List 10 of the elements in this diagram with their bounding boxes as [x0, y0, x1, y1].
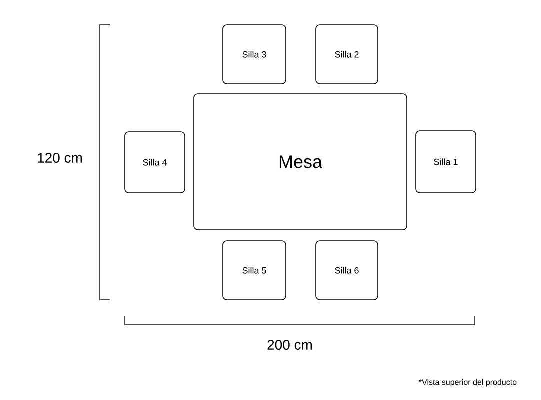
- dimension-label: 200 cm: [268, 340, 312, 350]
- chair-box: Silla 6: [316, 240, 378, 300]
- chair-box: Silla 3: [222, 24, 286, 84]
- chair-box: Silla 4: [124, 132, 186, 194]
- chair-box: Silla 5: [222, 240, 286, 300]
- chair-box: Silla 1: [416, 130, 476, 194]
- chair-box: Silla 2: [316, 24, 378, 84]
- dimension-label: 120 cm: [38, 153, 82, 163]
- note-text: *Vista superior del producto: [419, 379, 517, 387]
- table-box: Mesa: [194, 94, 408, 230]
